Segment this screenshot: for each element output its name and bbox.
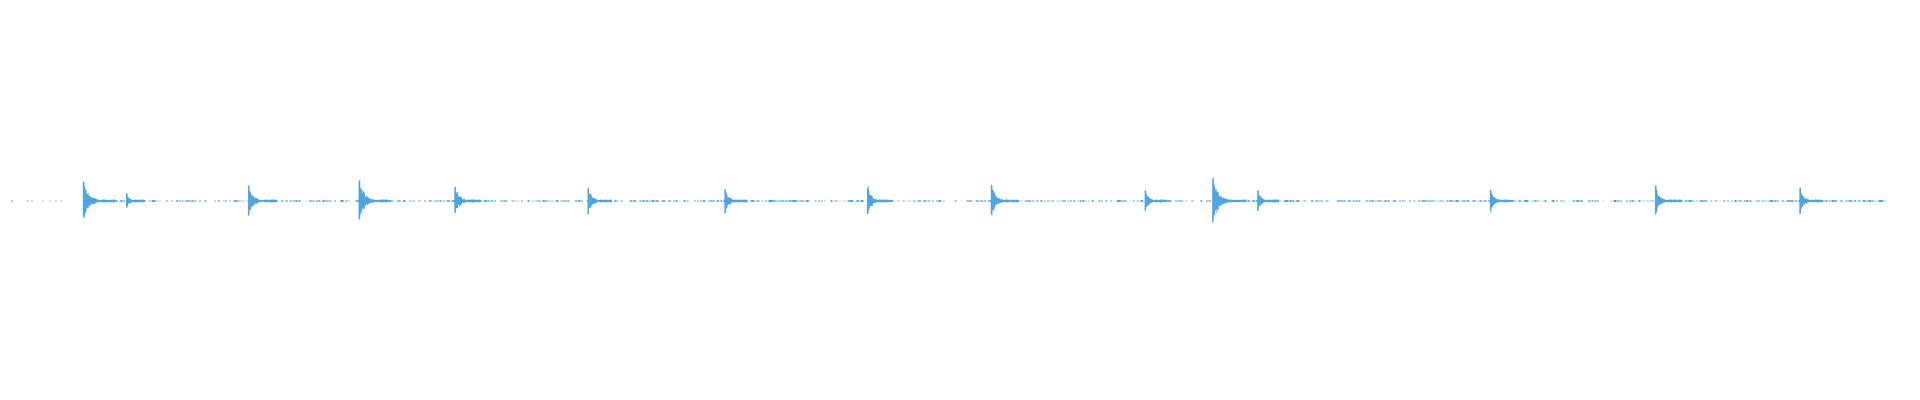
waveform-onset-1 bbox=[82, 181, 116, 219]
waveform-onset-12 bbox=[1257, 189, 1280, 212]
waveform-onset-10 bbox=[1144, 190, 1168, 212]
waveform-onset-3 bbox=[247, 185, 276, 216]
waveform-onsets bbox=[82, 177, 1824, 223]
waveform-onset-14 bbox=[1654, 185, 1682, 215]
waveform-onset-13 bbox=[1489, 189, 1514, 213]
waveform-onset-8 bbox=[867, 186, 894, 215]
waveform-onset-5 bbox=[454, 186, 482, 213]
waveform-onset-11 bbox=[1212, 177, 1247, 223]
waveform-onset-7 bbox=[724, 189, 748, 214]
waveform-onset-9 bbox=[990, 184, 1019, 216]
waveform-onset-2 bbox=[125, 193, 146, 208]
waveform-onset-6 bbox=[587, 187, 613, 215]
waveform-onset-15 bbox=[1799, 187, 1824, 215]
waveform-onset-4 bbox=[358, 179, 392, 220]
